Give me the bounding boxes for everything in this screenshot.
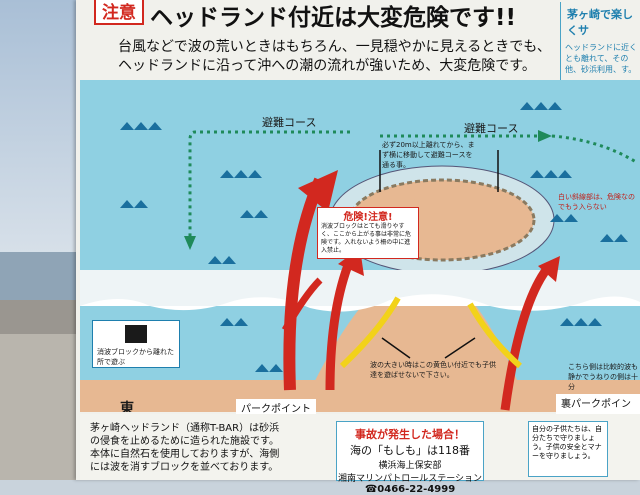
accident-title: 事故が発生した場合！	[355, 428, 465, 441]
route-left-arrowhead	[184, 236, 196, 250]
sky	[0, 0, 90, 255]
sand-spit	[300, 260, 530, 412]
coast-guard-name: 横浜海上保安部	[378, 461, 442, 471]
rip-arrow-1-head	[298, 170, 338, 212]
east-label: 東	[120, 401, 134, 412]
route-label-right: 避難コース	[464, 122, 519, 135]
warning-tag: 注意	[94, 0, 144, 25]
route-left-line	[188, 130, 350, 240]
danger-body: 消波ブロックはとても滑りやすく、ここから上がる事は非常に危険です。入れないよう柵…	[321, 223, 412, 254]
seawall-fence	[0, 300, 90, 334]
block-icon	[125, 325, 147, 343]
accident-box: 事故が発生した場合！ 海の「もしも」は118番 横浜海上保安部 湘南マリンパトロ…	[336, 421, 484, 495]
danger-box: 危険!注意! 消波ブロックはとても滑りやすく、ここから上がる事は非常に危険です。…	[317, 207, 419, 259]
wave-note-arrows	[381, 337, 476, 359]
kids-safety-box: 自分の子供たちは、自分たちで守りましょう。子供の安全とマナーを守りましょう。	[528, 421, 608, 477]
legend-text: 消波ブロックから離れた所で遊ぶ	[97, 348, 174, 366]
beach-sand	[0, 334, 90, 480]
side-info-title: 茅ヶ崎で楽しくサ	[567, 8, 633, 37]
torn-band	[80, 270, 640, 306]
rip-arrow-1	[283, 177, 326, 391]
route-right-curve	[551, 134, 637, 164]
legend-box: 消波ブロックから離れた所で遊ぶ	[92, 320, 180, 368]
headland-info-text: 茅ヶ崎ヘッドランド（通称T-BAR）は砂浜の侵食を止めるために造られた施設です。…	[90, 423, 280, 473]
rip-arrow-2	[325, 258, 355, 391]
yellow-zone-left	[339, 296, 401, 369]
wave-note: 波の大きい時はこの黄色い付近でも子供達を遊ばせないで下さい。	[370, 361, 496, 379]
sign-headline: ヘッドランド付近は大変危険です!!	[150, 5, 516, 31]
route-right-arrowhead	[538, 130, 552, 142]
distance-note: 必ず20m以上離れてから、まず横に移動して避難コースを通る事。	[382, 141, 475, 169]
ocean-background	[0, 252, 90, 302]
phone-number: ☎0466-22-4999	[364, 484, 456, 495]
calm-side-note: こちら側は比較的波も静かでうねりの側は十分	[568, 363, 638, 391]
rip-arrow-4	[500, 262, 554, 411]
distance-arrows	[379, 150, 499, 192]
route-label-left: 避難コース	[262, 116, 317, 129]
hatched-zone-note: 白い斜線部は、危険なのでもう入らない	[558, 193, 635, 211]
yellow-zone-right	[467, 302, 522, 369]
torn-edge	[80, 294, 640, 312]
wave-icons	[120, 102, 628, 372]
side-info-panel: 茅ヶ崎で楽しくサ ヘッドランドに近くとも離れて、その他、砂浜利用、す。	[560, 2, 640, 90]
emergency-number: 海の「もしも」は118番	[350, 444, 470, 457]
rip-arrow-4-head	[538, 256, 560, 282]
danger-title: 危険!注意!	[343, 212, 393, 223]
park-point-left: パークポイント	[236, 399, 316, 416]
rip-arrow-3	[281, 277, 323, 332]
patrol-station-name: 湘南マリンパトロールステーション	[337, 474, 483, 484]
side-info-body: ヘッドランドに近くとも離れて、その他、砂浜利用、す。	[565, 43, 637, 74]
sign-intro-text: 台風などで波の荒いときはもちろん、一見穏やかに見えるときでも、ヘッドランドに沿っ…	[118, 39, 551, 74]
